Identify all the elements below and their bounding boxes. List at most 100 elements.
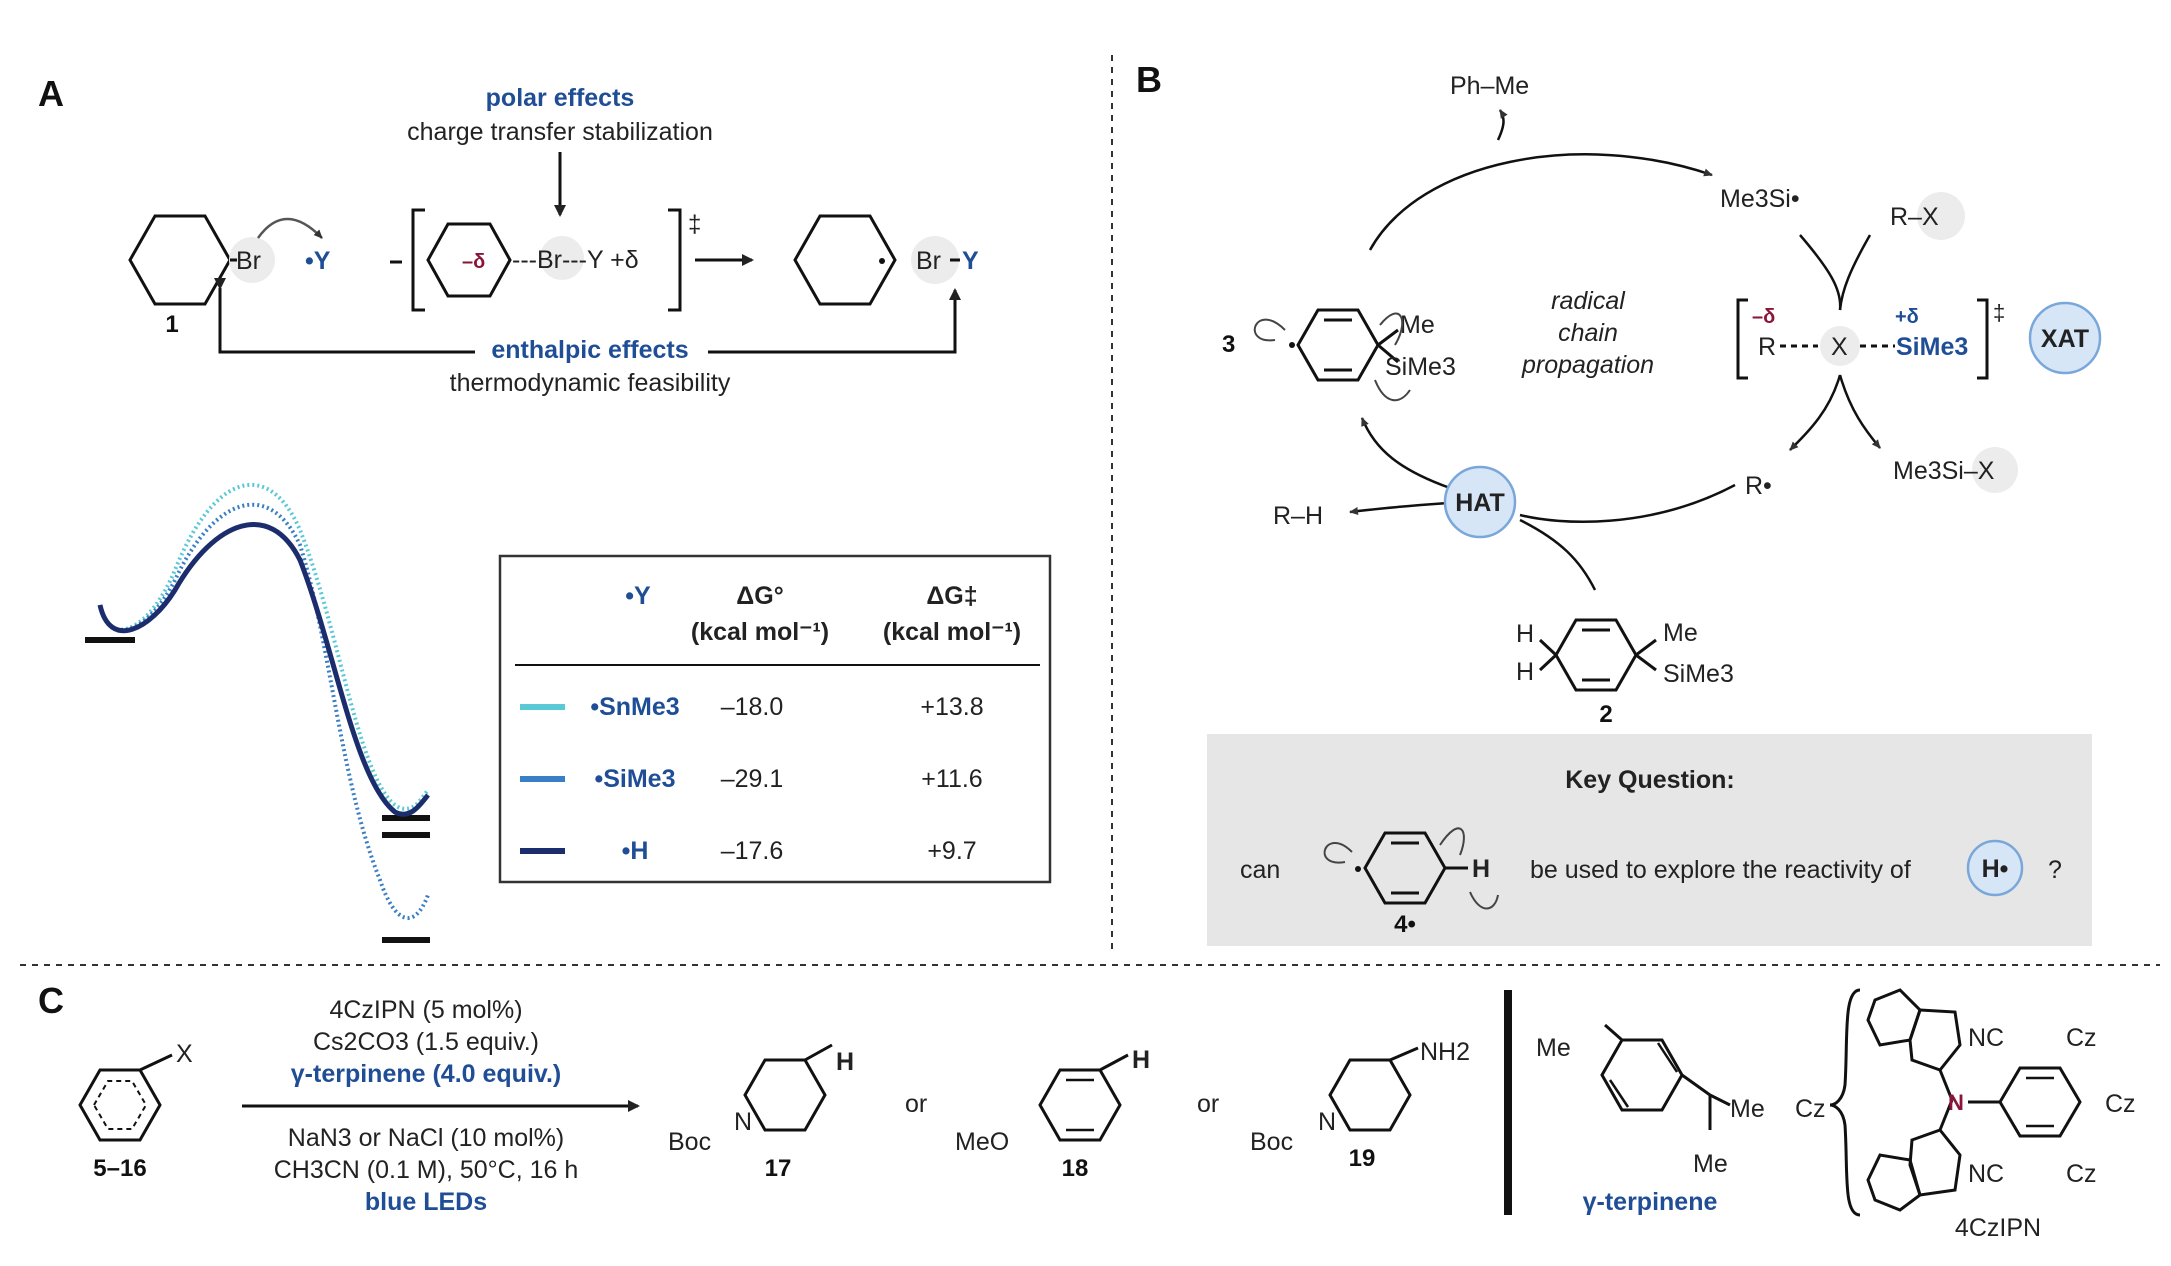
radical-chain-2: chain [1558,319,1618,347]
key-question-body: be used to explore the reactivity of [1530,856,1911,884]
product-18-h: H [1132,1046,1150,1074]
energy-table [498,554,1052,884]
h-label-4: H [1472,855,1490,883]
key-question-can: can [1240,856,1280,884]
profile-sime3 [98,502,430,920]
product-y: Y [962,247,979,275]
y-radical: •Y [305,247,331,275]
czipn-n: N [1948,1090,1964,1115]
condition-additive: NaN3 or NaCl (10 mol%) [288,1124,564,1152]
product-17-boc: Boc [668,1128,711,1156]
profile-snme3 [98,482,430,811]
profile-h [97,521,430,817]
cyclohexyl-radical-ring [793,214,897,306]
h-radical-label: H• [1982,855,2009,883]
panel-b: Ph–Me Me3Si• R–X radical chain propagati… [1207,72,2102,946]
ts-bracket-left [411,208,425,312]
condition-catalyst: 4CzIPN (5 mol%) [329,996,522,1024]
arene-ring-18 [1038,1068,1122,1142]
h-radical-badge [1966,839,2024,897]
curved-arrow-abstraction [256,217,323,239]
hat-badge [1443,465,1517,539]
ts-minus-delta: –δ [462,251,485,273]
panel-label-b: B [1136,59,1162,100]
curved-arrow-3c [1374,379,1411,402]
panel-c: X 5–16 4CzIPN (5 mol%) Cs2CO3 (1.5 equiv… [78,988,2136,1242]
czipn-core-ring [1998,1066,2082,1138]
czipn-brace [1829,988,1861,1217]
product-br: Br [916,247,941,275]
br-highlight [229,237,275,283]
table-cell-dg0: –29.1 [721,765,784,793]
czipn-nc-bottom: NC [1968,1160,2004,1188]
panel-a: polar effects charge transfer stabilizat… [85,84,1052,943]
terpinene-label: γ-terpinene [1583,1188,1718,1216]
arrow-to-rh [1349,501,1449,515]
enthalpic-effects-title: enthalpic effects [491,336,688,364]
table-header-dg0: ΔG° [736,582,783,610]
ph-me-label: Ph–Me [1450,72,1529,100]
table-cell-species: •SiMe3 [594,765,675,793]
product-19-n: N [1318,1108,1336,1136]
czipn-nc-top: NC [1968,1024,2004,1052]
terpinene-ring [1600,1038,1684,1112]
h-label-2b: H [1516,658,1534,686]
xat-minus-delta: –δ [1752,306,1775,328]
or-label-1: or [905,1090,927,1118]
sime3-label-2: SiMe3 [1663,660,1734,688]
panel-label-a: A [38,73,64,114]
svg-text:‡: ‡ [1993,300,2005,325]
table-cell-dgts: +9.7 [927,837,976,865]
compound-17-label: 17 [765,1155,792,1182]
ts-bond-text: ---Br---Y +δ [512,246,639,274]
table-cell-dg0: –17.6 [721,837,784,865]
product-18-meo: MeO [955,1128,1009,1156]
table-cell-dgts: +11.6 [921,765,982,793]
xat-plus-delta: +δ [1895,306,1919,328]
terpinene-me-3: Me [1693,1150,1728,1178]
product-19-nh2: NH2 [1420,1038,1470,1066]
xat-x: X [1831,333,1848,361]
condition-terpinene: γ-terpinene (4.0 equiv.) [291,1060,561,1088]
piperidine-ring-19 [1328,1058,1412,1132]
table-header-dgts: ΔG‡ [926,582,977,610]
hat-badge-label: HAT [1455,489,1505,517]
curved-arrow-3b [1379,312,1404,346]
question-mark: ? [2048,856,2062,884]
piperidine-ring-17 [743,1058,827,1132]
xat-bracket-right [1977,298,1989,380]
or-label-2: or [1197,1090,1219,1118]
table-cell-dg0: –18.0 [721,693,784,721]
terpinene-me-2: Me [1730,1095,1765,1123]
me3six-label: Me3Si–X [1893,457,1995,485]
table-header-y: •Y [625,582,651,610]
enthalpic-line-right [708,288,961,354]
key-question-box [1207,734,2092,946]
cyclohexane-ring-ts [426,222,512,298]
arrow-rx-to-ts [1838,234,1872,311]
table-cell-species: •H [622,837,649,865]
compound-4-label: 4• [1394,911,1416,938]
sime3-label-3: SiMe3 [1385,353,1456,381]
substrate-label: 5–16 [93,1155,146,1182]
rx-label: R–X [1890,203,1939,231]
table-body: •SnMe3–18.0+13.8•SiMe3–29.1+11.6•H–17.6+… [520,693,984,865]
panel-label-c: C [38,980,64,1021]
table-header-unit-1: (kcal mol⁻¹) [691,618,829,646]
compound-19-label: 19 [1349,1145,1376,1172]
cycle-arc-top [1368,153,1713,251]
condition-light: blue LEDs [365,1188,487,1216]
compound-1-label: 1 [165,311,178,338]
cycle-arc-left [1360,417,1451,490]
ts-bracket-right [668,208,682,312]
radical-chain-3: propagation [1521,351,1654,379]
product-17-n: N [734,1108,752,1136]
arene-ring-substrate [78,1068,162,1142]
czipn-cz-bottom: Cz [2066,1160,2097,1188]
table-header-unit-2: (kcal mol⁻¹) [883,618,1021,646]
arrow-from-2 [1519,518,1597,591]
r-radical: R• [1745,472,1772,500]
ts-dagger: ‡ [688,211,701,238]
table-cell-dgts: +13.8 [920,693,983,721]
